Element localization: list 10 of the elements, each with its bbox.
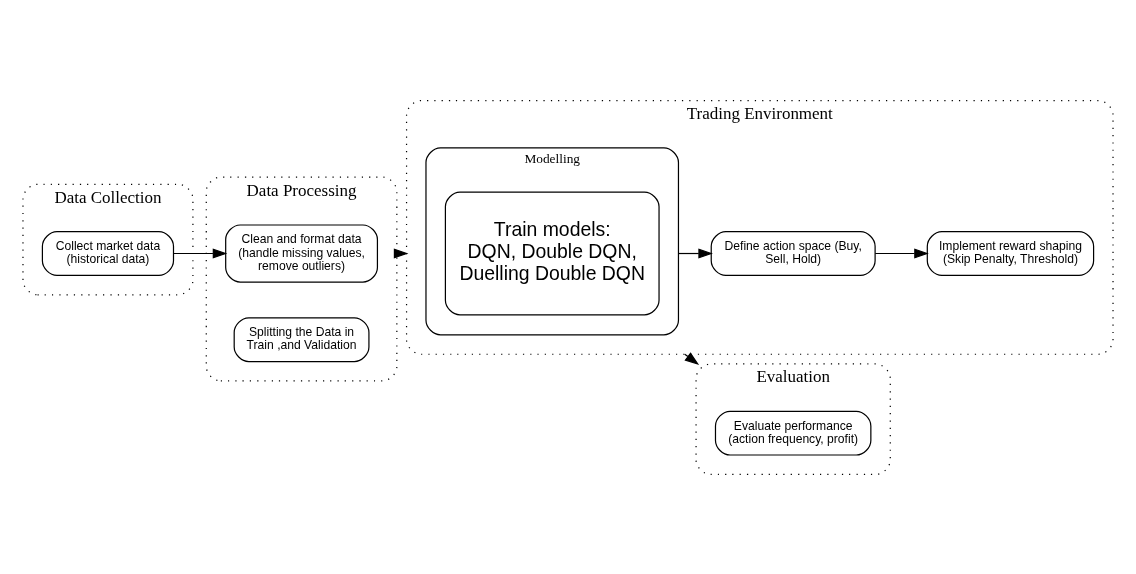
- node-box: Clean and format data (handle missing values, remove outliers): [225, 223, 379, 283]
- arrow: [173, 247, 228, 259]
- node-box: Evaluate performance (action frequency, profit): [714, 410, 872, 456]
- arrow: [874, 247, 929, 259]
- node-box: Collect market data (historical data): [41, 230, 175, 276]
- arrow: [677, 247, 713, 259]
- node-box: Train models: DQN, Double DQN, Duelling Double DQN: [444, 191, 660, 315]
- node-box: Splitting the Data in Train ,and Validation: [233, 316, 370, 362]
- node-box: Define action space (Buy, Sell, Hold): [710, 230, 876, 276]
- node-box: Implement reward shaping (Skip Penalty, Threshold): [926, 230, 1095, 276]
